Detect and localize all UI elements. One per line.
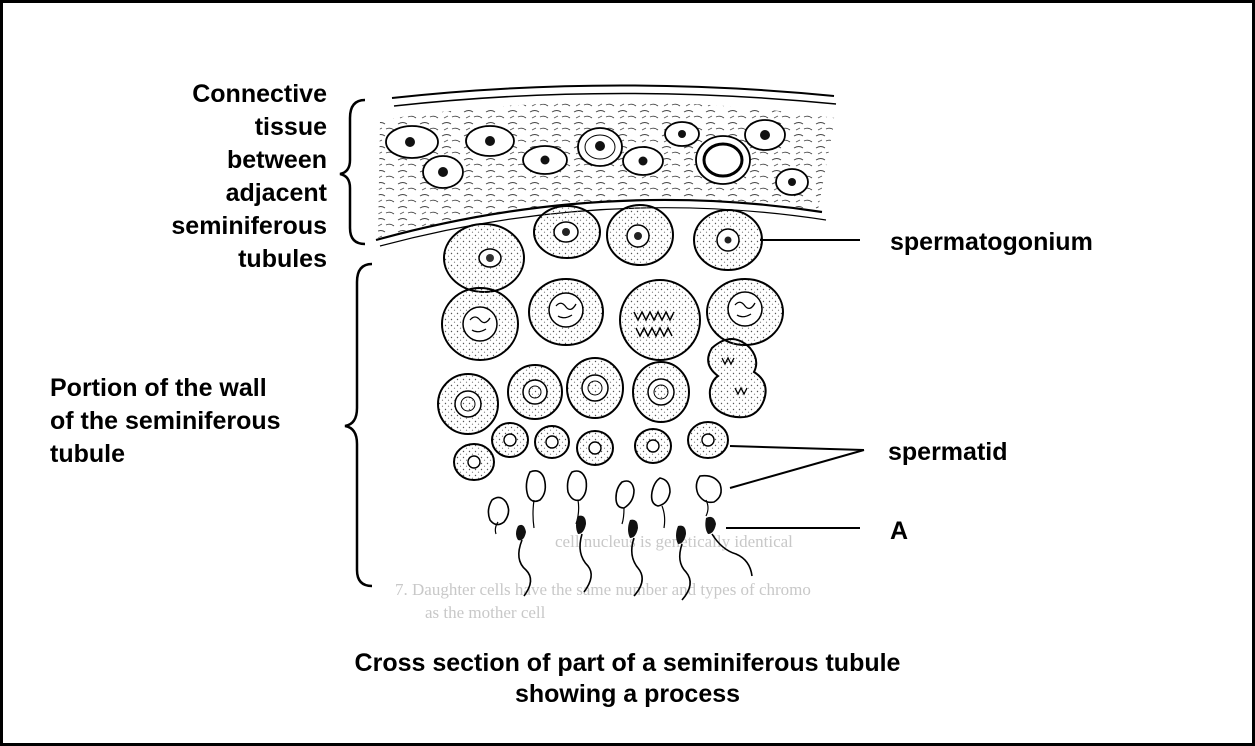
secondary-spermatocyte (438, 374, 498, 434)
spermatid (454, 444, 494, 480)
sperm-tails (495, 500, 708, 534)
primary-spermatocyte (442, 288, 518, 360)
caption-line: showing a process (0, 679, 1255, 710)
label-line: of the seminiferous (50, 405, 350, 438)
spermatid-label: spermatid (888, 436, 1007, 469)
spermatid (577, 431, 613, 465)
fibroblast-cell (745, 120, 785, 150)
caption-line: Cross section of part of a seminiferous … (0, 648, 1255, 679)
secondary-spermatocyte (567, 358, 623, 418)
spermatogonium-cell (694, 210, 762, 270)
spermatid (535, 426, 569, 458)
spermatid-pointer-line-2 (730, 450, 864, 488)
connective-tissue-bracket (340, 100, 365, 244)
primary-spermatocyte (707, 279, 783, 345)
spermatozoon (705, 517, 752, 576)
figure-caption: Cross section of part of a seminiferous … (0, 648, 1255, 710)
spermatozoon (628, 520, 642, 596)
connective-tissue-label: Connective tissue between adjacent semin… (77, 78, 327, 276)
fibroblast-cell (578, 128, 622, 166)
spermatozoon (676, 526, 690, 600)
spermatogonium-cell (534, 206, 600, 258)
spermatogonium-cell (444, 224, 524, 292)
spermatozoon (576, 516, 591, 592)
spermatogonium-label: spermatogonium (890, 226, 1093, 259)
label-line: adjacent (77, 177, 327, 210)
fibroblast-cell (386, 126, 438, 158)
spermatid (635, 429, 671, 463)
label-line: between (77, 144, 327, 177)
label-line: Connective (77, 78, 327, 111)
tubule-wall-label: Portion of the wall of the seminiferous … (50, 372, 350, 471)
dividing-spermatocyte (620, 280, 700, 360)
spermatogonium-cell (607, 205, 673, 265)
spermatid (688, 422, 728, 458)
fibroblast-cell (423, 156, 463, 188)
fibroblast-cell (523, 146, 567, 174)
primary-spermatocyte (529, 279, 603, 345)
spermatozoon (516, 525, 531, 596)
developing-spermatid (488, 471, 721, 525)
label-line: tubule (50, 438, 350, 471)
fibroblast-cell (623, 147, 663, 175)
label-line: tubules (77, 243, 327, 276)
fibroblast-cell (665, 122, 699, 146)
fibroblast-cell (776, 169, 808, 195)
secondary-spermatocyte (633, 362, 689, 422)
connective-tissue-layer (376, 85, 836, 246)
spermatid (492, 423, 528, 457)
dividing-spermatocyte (708, 339, 765, 417)
secondary-spermatocyte (508, 365, 562, 419)
label-a: A (890, 515, 908, 548)
label-line: tissue (77, 111, 327, 144)
fibroblast-cell (466, 126, 514, 156)
label-line: seminiferous (77, 210, 327, 243)
label-line: Portion of the wall (50, 372, 350, 405)
blood-capillary (696, 136, 750, 184)
spermatid-pointer-line-1 (730, 446, 864, 450)
